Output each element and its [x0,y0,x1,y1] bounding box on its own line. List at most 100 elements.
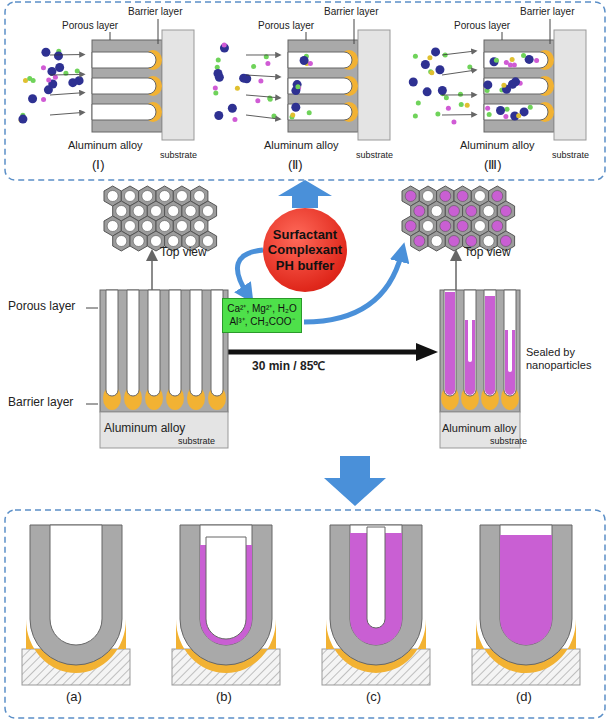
node-text: Ca²⁺, Mg²⁺, H₂O Al³⁺, CH₃COO⁻ [226,303,298,328]
particle [508,80,517,89]
pore [92,104,156,120]
nanoparticle-fill [445,292,455,395]
pore-gap [508,328,512,372]
particle [458,92,463,97]
drawing-stroke [246,95,280,98]
pore [504,290,516,396]
particle [18,115,27,124]
particle [300,56,309,65]
pore-opening [405,191,416,202]
particle [444,95,449,100]
pore-opening [133,206,144,217]
particle [510,57,515,62]
drawing-stroke [246,54,280,55]
pore-opening [116,236,127,247]
particle [423,87,432,96]
drawing-stroke [246,115,280,119]
particle [68,78,77,87]
particle [485,106,490,111]
pore-opening [133,236,144,247]
part-label: Porous layer [454,20,510,32]
hex-cell [428,231,445,251]
part-label: Porous layer [8,300,75,314]
pore [190,290,202,396]
substrate [554,30,586,140]
particle [235,86,240,91]
part-label: Aluminum alloy [442,422,517,435]
particle [228,104,237,113]
particle [213,91,218,96]
particle [521,53,526,58]
particle [516,113,521,118]
particle [291,103,300,112]
pore-opening [474,221,485,232]
particle [528,105,533,110]
particle [508,62,513,67]
hex-cell [130,231,147,251]
particle [28,94,37,103]
part-label: Barrier layer [520,6,574,18]
particle [23,78,28,83]
particle [308,61,313,66]
drawing-stroke [50,93,84,95]
part-label: (Ⅰ) [92,158,105,173]
pore-opening [457,191,468,202]
nanoparticle-fill [485,296,495,395]
pore [350,525,402,645]
particle [421,60,430,69]
particle [213,85,218,90]
particle [435,112,440,117]
pore [444,290,456,396]
particle [494,58,499,63]
particle [46,78,51,83]
pore-opening [448,236,459,247]
pore-opening [142,191,153,202]
particle [459,102,464,107]
pore-opening [202,206,213,217]
particle [438,86,447,95]
drawing-stroke [246,75,280,77]
pore-opening [142,221,153,232]
porous-layer [440,290,520,412]
node-text: Surfactant Complexant PH buffer [263,227,347,274]
pore-opening [150,236,161,247]
pore [50,525,102,645]
pore-opening [124,221,135,232]
pore-opening [422,221,433,232]
particle [255,98,260,103]
drawing-stroke [110,32,111,40]
particle [54,51,63,60]
particle [220,43,229,52]
part-label: substrate [356,150,393,160]
particle [215,73,224,82]
part-label: Aluminum alloy [68,139,143,152]
part-label: substrate [178,436,215,446]
pore-opening [500,206,511,217]
pore [484,104,548,120]
part-label: (Ⅲ) [484,158,502,173]
pore [484,52,548,68]
pore-opening [474,191,485,202]
pore [288,52,352,68]
pore [484,78,548,94]
part-label: (Ⅱ) [288,158,303,173]
particle [258,79,263,84]
pore [500,535,552,645]
pore [367,527,385,628]
part-label: substrate [490,436,527,446]
pore-wall [480,525,572,665]
pore-opening [448,206,459,217]
pore [200,525,252,645]
pore-opening [405,221,416,232]
pore-opening [159,221,170,232]
part-label: (c) [366,690,381,705]
particle [427,55,432,60]
hex-cell [445,231,462,251]
particle [290,112,295,117]
part-label: Top view [160,246,207,260]
pore-opening [500,236,511,247]
part-label: Aluminum alloy [104,422,185,436]
pore-opening [440,191,451,202]
pore-opening [150,206,161,217]
